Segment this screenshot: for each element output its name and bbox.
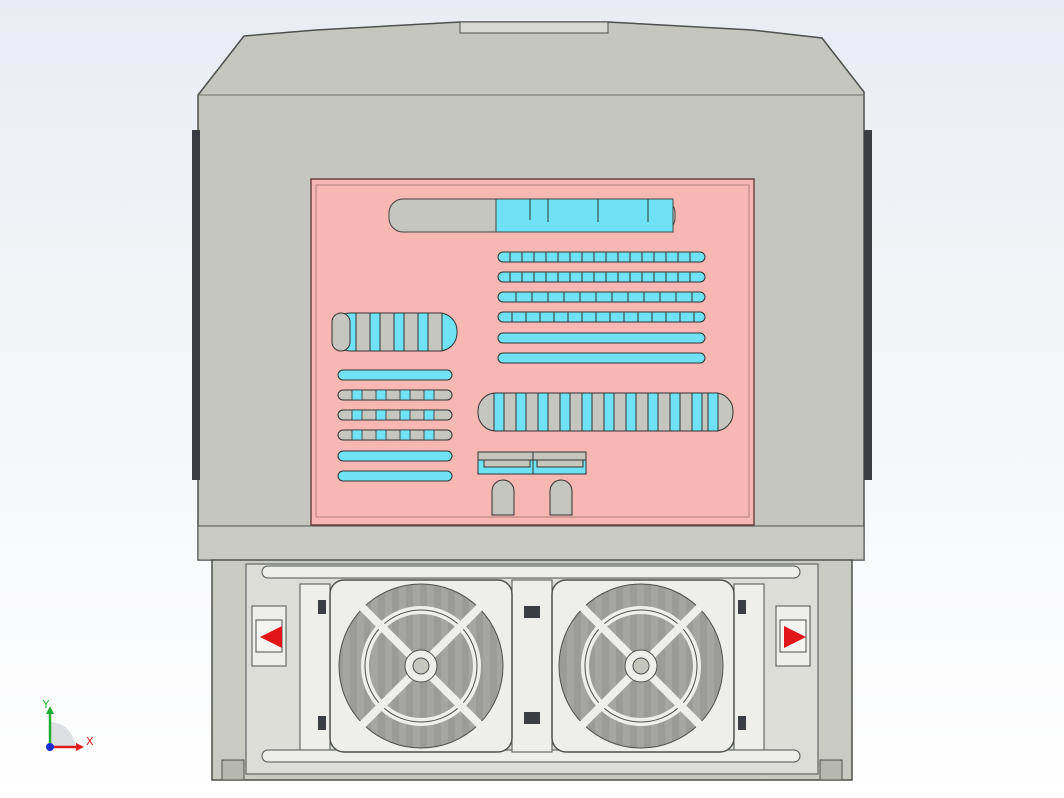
top-notch — [459, 21, 609, 34]
right-warning-triangle — [784, 626, 806, 648]
left-side-strip — [192, 130, 200, 480]
top-slot — [388, 198, 676, 233]
right-clip — [775, 605, 811, 667]
left-slot-rows — [337, 369, 453, 482]
z-axis-icon — [46, 743, 54, 751]
cable-tabs — [491, 479, 573, 516]
fan-2 — [551, 579, 735, 753]
connector-block — [477, 451, 587, 475]
fan-1 — [329, 579, 513, 753]
right-slot-rows — [497, 251, 706, 364]
right-side-strip — [864, 130, 872, 480]
middle-vent — [477, 392, 734, 432]
housing-lower-band — [197, 525, 865, 561]
left-warning-triangle — [260, 626, 282, 648]
x-axis-label: X — [86, 735, 94, 748]
y-axis-label: Y — [42, 698, 50, 711]
front-panel — [310, 178, 755, 526]
left-clip — [251, 605, 287, 667]
left-slot-block — [331, 312, 458, 352]
fan-assembly — [211, 559, 853, 781]
view-triad[interactable]: Y X — [42, 698, 94, 751]
